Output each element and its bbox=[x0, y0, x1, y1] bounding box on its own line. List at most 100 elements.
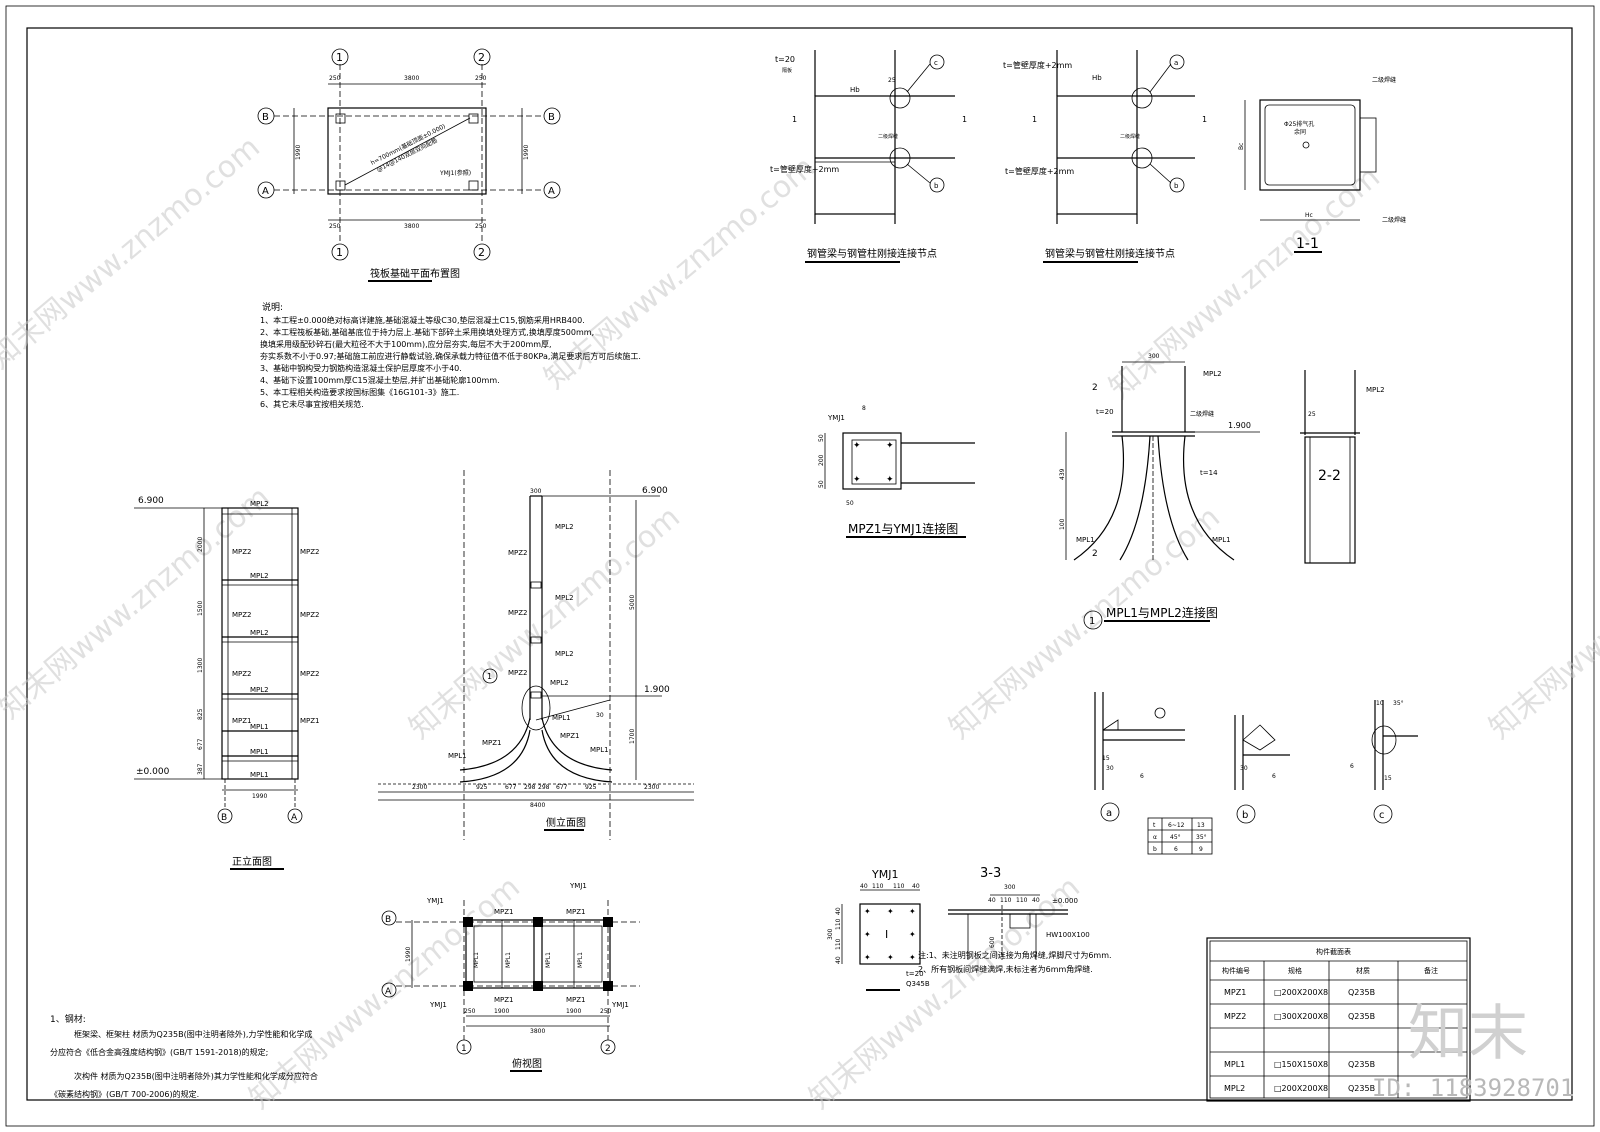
watermark-text: 知末网www.znzmo.com bbox=[1483, 500, 1600, 746]
vent-hole bbox=[1302, 141, 1310, 149]
weld-note: 二级焊缝 bbox=[1372, 76, 1396, 84]
weld-callout bbox=[889, 87, 911, 109]
beam-stub bbox=[530, 581, 542, 589]
front-title: 正立面图 bbox=[232, 855, 272, 868]
dim-text: 40 bbox=[988, 897, 996, 904]
frame-outline bbox=[221, 507, 299, 780]
column-label: MPZ2 bbox=[232, 670, 252, 678]
general-notes: 说明: 1、本工程±0.000绝对标高详建施,基础混凝土等级C30,垫层混凝土C… bbox=[260, 301, 641, 409]
beam-label: MPL2 bbox=[250, 572, 269, 580]
ymj-label: YMJ1 bbox=[611, 1001, 629, 1009]
note-line: 6、其它未尽事宜按相关规范. bbox=[260, 399, 364, 409]
dim-text: 110 bbox=[893, 883, 905, 890]
thickness-label: t=20 bbox=[906, 970, 924, 978]
steel-notes: 1、钢材: 框架梁、框架柱 材质为Q235B(图中注明者除外),力学性能和化学成… bbox=[50, 1013, 318, 1099]
table-title: 构件截面表 bbox=[1316, 947, 1351, 956]
dim-text: 250 bbox=[329, 75, 341, 82]
dim-text: 298 bbox=[538, 784, 550, 791]
table-cell: MPZ1 bbox=[1224, 988, 1246, 997]
member-label: MPL2 bbox=[550, 679, 569, 687]
mpz1-title: MPZ1与YMJ1连接图 bbox=[848, 521, 958, 536]
note-line: 4、基础下设置100mm厚C15混凝土垫层,并扩出基础轮廓100mm. bbox=[260, 375, 500, 385]
column-base bbox=[335, 113, 346, 124]
table-cell: Q235B bbox=[1348, 1084, 1375, 1093]
foundation-plan: h=700mm(基础顶面±0.000) @14@140双层双向配筋 YMJ1(参… bbox=[257, 48, 561, 282]
note-label: 二级焊缝 bbox=[1120, 133, 1140, 140]
dim-text: 5000 bbox=[629, 595, 636, 610]
steel-line: 《碳素结构钢》(GB/T 700-2006)的规定. bbox=[50, 1089, 199, 1099]
plan-ymj-label: YMJ1(参照) bbox=[439, 169, 471, 177]
detail-bubble bbox=[1100, 802, 1120, 822]
dim-text: 10 bbox=[1376, 700, 1384, 707]
axis-bubble bbox=[473, 243, 491, 261]
level-text: 1.900 bbox=[644, 685, 670, 695]
anchor-mark: ✦ bbox=[864, 930, 871, 939]
axis-label: 1 bbox=[336, 246, 343, 259]
curved-leg bbox=[1119, 435, 1151, 561]
axis-label: A bbox=[262, 186, 269, 197]
detail-bubble bbox=[1169, 54, 1185, 70]
weld-note: 二级焊缝 bbox=[1190, 410, 1214, 418]
ymj-label: YMJ1 bbox=[429, 1001, 447, 1009]
axis-bubble bbox=[456, 1039, 472, 1055]
dim-text: 50 bbox=[818, 434, 825, 442]
dim-text: 110 bbox=[835, 918, 842, 930]
dim-text: 250 bbox=[464, 1008, 476, 1015]
curved-leg bbox=[541, 729, 613, 783]
axis-label: B bbox=[221, 813, 227, 823]
mpz-label: MPZ1 bbox=[494, 908, 514, 916]
anchor-mark: ✦ bbox=[864, 953, 871, 962]
level-text: ±0.000 bbox=[1052, 897, 1078, 905]
dim-text: 1990 bbox=[252, 793, 267, 800]
dim-text: 6 bbox=[1272, 773, 1276, 780]
mpl-label: MPL1 bbox=[473, 952, 480, 968]
side-elevation: 1 MPL2 MPZ2 MPL2 MPZ2 MPL2 MPZ2 MPL2 MPL… bbox=[378, 470, 694, 840]
table-cell: t bbox=[1153, 822, 1156, 829]
mpl-label: MPL1 bbox=[545, 952, 552, 968]
detail-letter: c bbox=[934, 59, 938, 67]
dim-text: 30 bbox=[1106, 765, 1114, 772]
table-cell: □200X200X8 bbox=[1274, 1084, 1328, 1093]
member-label: MPL1 bbox=[552, 714, 571, 722]
mpl-label: MPL1 bbox=[577, 952, 584, 968]
tube-lower bbox=[1304, 436, 1356, 564]
table-header: 备注 bbox=[1424, 966, 1438, 975]
detail-callout-ellipse bbox=[521, 685, 551, 731]
table-cell: □200X200X8 bbox=[1274, 988, 1328, 997]
base-plate bbox=[842, 432, 902, 490]
section-mark: 1 bbox=[1202, 115, 1207, 124]
section-label: HW100X100 bbox=[1046, 931, 1090, 939]
node-detail-2: a b t=管壁厚度+2mm t=管壁厚度+2mm Hb 二级焊缝 1 1 钢管… bbox=[1003, 50, 1207, 263]
table-cell: 35° bbox=[1196, 834, 1207, 841]
watermark-text: 知末网www.znzmo.com bbox=[1103, 160, 1387, 406]
steel-heading: 1、钢材: bbox=[50, 1013, 86, 1025]
axis-bubble bbox=[381, 910, 397, 926]
weld-callout bbox=[1131, 147, 1153, 169]
table-header: 构件编号 bbox=[1222, 966, 1250, 975]
image-id: ID: 1183928701 bbox=[1372, 1074, 1574, 1102]
column-label: MPZ2 bbox=[300, 670, 320, 678]
section-mark: 1 bbox=[1032, 115, 1037, 124]
dim-text: 300 bbox=[530, 488, 542, 495]
dim-text: 110 bbox=[872, 883, 884, 890]
table-header: 材质 bbox=[1356, 966, 1370, 975]
detail-letter: a bbox=[1106, 808, 1112, 819]
dim-text: 40 bbox=[860, 883, 868, 890]
weld-callout bbox=[1131, 87, 1153, 109]
dim-text: 250 bbox=[475, 75, 487, 82]
level-text: ±0.000 bbox=[136, 767, 170, 777]
dim-text: 50 bbox=[818, 480, 825, 488]
mpz-label: MPZ1 bbox=[566, 908, 586, 916]
anchor-mark: ✦ bbox=[864, 907, 871, 916]
dim-text: 25 bbox=[888, 77, 896, 84]
column-label: MPZ2 bbox=[232, 611, 252, 619]
dim-text: 250 bbox=[329, 223, 341, 230]
section-mark: 1 bbox=[792, 115, 797, 124]
dim-text: 8400 bbox=[530, 802, 545, 809]
raft-outline bbox=[327, 107, 487, 195]
table-cell: □300X200X8 bbox=[1274, 1012, 1328, 1021]
axis-label: A bbox=[548, 186, 555, 197]
h-section-mark: I bbox=[885, 928, 888, 941]
axis-label: 2 bbox=[605, 1044, 611, 1054]
axis-bubble bbox=[331, 243, 349, 261]
